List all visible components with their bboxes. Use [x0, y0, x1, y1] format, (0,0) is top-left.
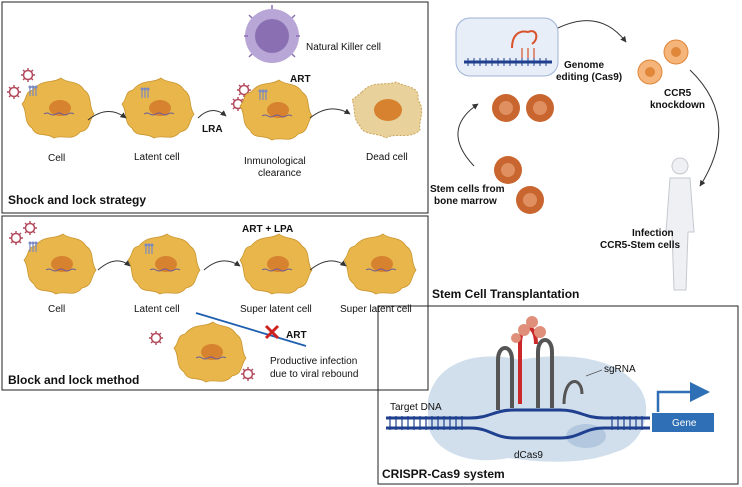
process-arrow	[557, 20, 627, 43]
receptor-icon	[27, 84, 39, 97]
ccr5-label-line1: CCR5	[664, 88, 692, 99]
process-arrow	[457, 103, 479, 167]
art-label: ART	[290, 74, 311, 85]
block-panel-border	[1, 215, 429, 391]
ccr5-label-line2: knockdown	[650, 100, 705, 111]
lra-label: LRA	[202, 124, 223, 135]
crispr-panel-title: CRISPR-Cas9 system	[382, 467, 505, 481]
art-lpa-label: ART + LPA	[242, 224, 293, 235]
gene-box	[652, 382, 714, 432]
virus-icon	[20, 67, 36, 83]
human-figure-icon	[665, 157, 695, 291]
receptor-icon	[27, 240, 39, 253]
process-arrow	[309, 260, 347, 271]
infection-label-line2: CCR5-Stem cells	[600, 240, 680, 251]
latent-cell-icon	[121, 77, 195, 139]
infection-label-line1: Infection	[632, 228, 674, 239]
rebound-label-line1: Productive infection	[270, 356, 357, 367]
genome-editing-icon	[455, 17, 559, 77]
clearance-label-line2: clearance	[258, 168, 302, 179]
sgrna-label: sgRNA	[604, 364, 636, 375]
stem-cells-label-line2: bone marrow	[434, 196, 497, 207]
reactivated-cell-icon	[239, 79, 313, 141]
process-arrow	[309, 108, 351, 119]
target-dna-icon	[386, 408, 650, 440]
ccr5-cells-icon	[637, 39, 689, 85]
target-dna-label: Target DNA	[390, 402, 442, 413]
receptor-icon	[257, 88, 269, 101]
block-panel-title: Block and lock method	[8, 373, 139, 387]
latent-cell-icon	[127, 233, 201, 295]
nk-label: Natural Killer cell	[306, 42, 381, 53]
sgrna-pointer	[585, 369, 603, 377]
art-label: ART	[286, 330, 307, 341]
sgrna-icon	[496, 316, 584, 410]
stem-cells-label-line1: Stem cells from	[430, 184, 505, 195]
latent-cell-label: Latent cell	[134, 152, 180, 163]
cell-label: Cell	[48, 304, 65, 315]
clearance-label-line1: Inmunological	[244, 156, 306, 167]
block-x-icon	[264, 324, 280, 340]
virus-icon	[8, 230, 24, 246]
process-arrow	[197, 110, 227, 119]
super-latent-cell-icon	[343, 233, 417, 295]
virus-icon	[6, 84, 22, 100]
receptor-icon	[139, 86, 151, 99]
virus-icon	[22, 220, 38, 236]
cell-label: Cell	[48, 153, 65, 164]
dead-cell-icon	[351, 81, 423, 139]
crispr-panel-border	[377, 305, 739, 485]
super-latent-cell-icon	[239, 233, 313, 295]
process-arrow	[203, 260, 241, 271]
process-arrow	[689, 69, 720, 187]
rebound-cell-icon	[173, 321, 247, 383]
dead-cell-label: Dead cell	[366, 152, 408, 163]
gene-label: Gene	[672, 418, 697, 429]
dcas9-label: dCas9	[514, 450, 543, 461]
virus-icon	[148, 330, 164, 346]
rebound-path	[195, 312, 307, 347]
stem-cells-icon	[492, 94, 554, 214]
rebound-label-line2: due to viral rebound	[270, 369, 358, 380]
nk-cell-icon	[244, 5, 300, 63]
shock-panel-title: Shock and lock strategy	[8, 193, 146, 207]
genome-editing-label-line2: editing (Cas9)	[556, 72, 622, 83]
latent-cell-label: Latent cell	[134, 304, 180, 315]
virus-icon	[240, 366, 256, 382]
genome-editing-label-line1: Genome	[564, 60, 604, 71]
super-latent-cell-label: Super latent cell	[240, 304, 312, 315]
stem-panel-title: Stem Cell Transplantation	[432, 287, 579, 301]
process-arrow	[97, 260, 131, 271]
receptor-icon	[143, 242, 155, 255]
process-arrow	[87, 111, 127, 121]
shock-panel-border	[1, 1, 429, 214]
super-latent-cell-label: Super latent cell	[340, 304, 412, 315]
